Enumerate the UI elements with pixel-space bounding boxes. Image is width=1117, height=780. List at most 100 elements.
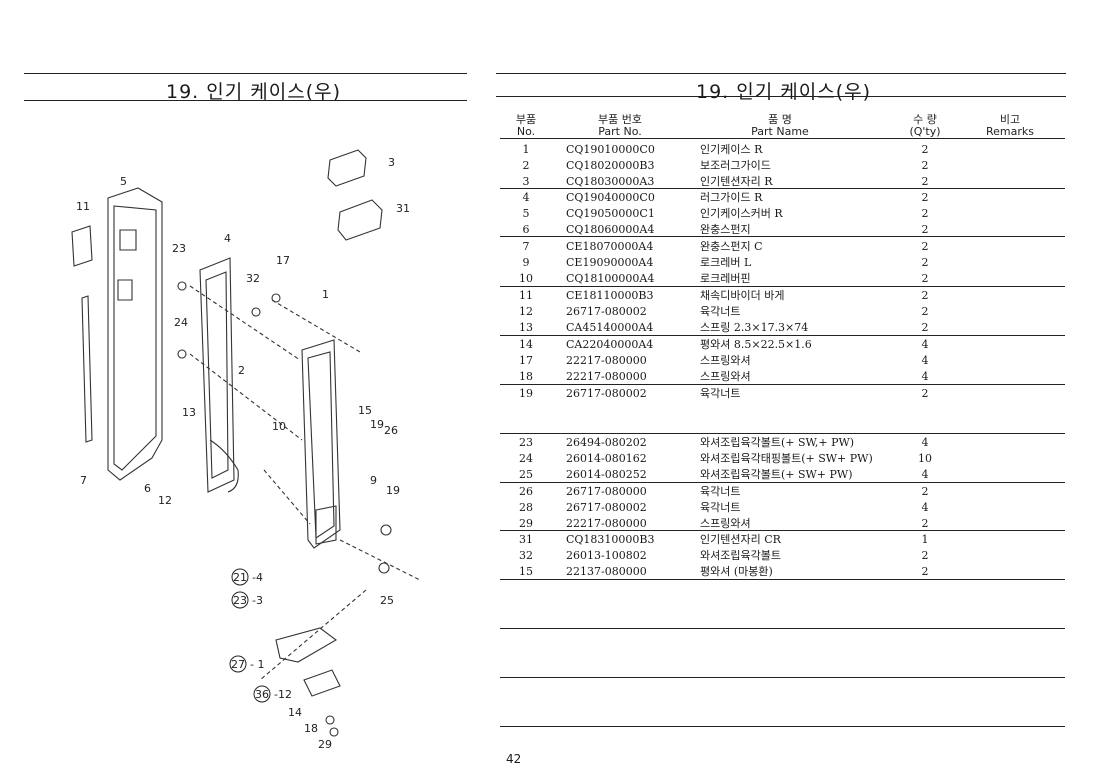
group-rule — [500, 188, 1065, 189]
callout-27: 27 — [231, 658, 245, 671]
callout-3: 3 — [388, 156, 395, 169]
quantity-cell: 2 — [921, 223, 929, 236]
header-part-number: 부품 번호 Part No. — [598, 113, 642, 138]
quantity-cell: 4 — [921, 338, 929, 351]
callout-31: 31 — [396, 202, 410, 215]
group-rule — [500, 482, 1065, 483]
strip-part-7 — [81, 295, 93, 443]
bracket-part-3 — [327, 149, 367, 187]
part-no-cell: 19 — [519, 387, 533, 400]
part-number-cell: CA22040000A4 — [566, 338, 654, 351]
part-no-cell: 4 — [522, 191, 530, 204]
callout-6: 6 — [144, 482, 151, 495]
part-name-cell: 러그가이드 R — [700, 191, 763, 204]
callout-12: 12 — [158, 494, 172, 507]
table-row: 32 26013-100802 와셔조립육각볼트 2 — [500, 548, 1065, 564]
part-name-cell: 스프링와셔 — [700, 354, 751, 367]
part-name-cell: 육각너트 — [700, 305, 741, 318]
part-name-cell: 채속디바이더 바게 — [700, 289, 785, 302]
callout-25: 25 — [380, 594, 394, 607]
part-name-cell: 인기케이스커버 R — [700, 207, 783, 220]
part-name-cell: 와셔조립육각볼트 — [700, 549, 781, 562]
callout-18: 18 — [304, 722, 318, 735]
part-number-cell: CQ18020000B3 — [566, 159, 655, 172]
part-name-cell: 와셔조립육각볼트(+ SW,+ PW) — [700, 436, 855, 449]
callout-32: 32 — [246, 272, 260, 285]
page-number: 42 — [506, 752, 522, 766]
header-part-name: 품 명 Part Name — [751, 113, 809, 138]
part-no-cell: 5 — [522, 207, 530, 220]
quantity-cell: 2 — [921, 517, 929, 530]
part-name-cell: 인기텐션자리 R — [700, 175, 773, 188]
quantity-cell: 4 — [921, 468, 929, 481]
part-no-cell: 32 — [519, 549, 533, 562]
callout-11: 11 — [76, 200, 90, 213]
bracket-part-31 — [337, 199, 383, 241]
group-rule — [500, 335, 1065, 336]
part-no-cell: 10 — [519, 272, 533, 285]
quantity-cell: 2 — [921, 256, 929, 269]
callout-4: 4 — [224, 232, 231, 245]
part-no-cell: 13 — [519, 321, 533, 334]
quantity-cell: 2 — [921, 549, 929, 562]
callout-2: 2 — [238, 364, 245, 377]
part-name-cell: 인기텐션자리 CR — [700, 533, 781, 546]
quantity-cell: 2 — [921, 272, 929, 285]
callout-23-circled: 23 — [233, 594, 247, 607]
group-rule — [500, 579, 1065, 580]
part-number-cell: 26014-080252 — [566, 468, 647, 481]
group-rule — [500, 384, 1065, 385]
callout-9: 9 — [370, 474, 377, 487]
callout-27-qty: - 1 — [250, 658, 264, 671]
callout-23: 23 — [172, 242, 186, 255]
callout-14: 14 — [288, 706, 302, 719]
part-number-cell: 22137-080000 — [566, 565, 647, 578]
part-no-cell: 17 — [519, 354, 533, 367]
right-page-title: 19. 인기 케이스(우) — [696, 81, 872, 103]
part-name-cell: 인기케이스 R — [700, 143, 763, 156]
part-number-cell: 26013-100802 — [566, 549, 647, 562]
callout-13: 13 — [182, 406, 196, 419]
quantity-cell: 2 — [921, 485, 929, 498]
group-rule — [500, 677, 1065, 678]
callout-26: 26 — [384, 424, 398, 437]
part-no-cell: 25 — [519, 468, 533, 481]
part-name-cell: 로크레버 L — [700, 256, 752, 269]
part-name-cell: 평와셔 (마봉환) — [700, 565, 773, 578]
callout-5: 5 — [120, 175, 127, 188]
part-name-cell: 육각너트 — [700, 501, 741, 514]
callout-15: 15 — [358, 404, 372, 417]
header-rule — [500, 138, 1065, 139]
header-part-no: 부품 No. — [515, 113, 537, 138]
part-no-cell: 12 — [519, 305, 533, 318]
part-number-cell: 22217-080000 — [566, 354, 647, 367]
part-number-cell: CE19090000A4 — [566, 256, 654, 269]
part-name-cell: 완충스펀지 — [700, 223, 751, 236]
part-name-cell: 스프링 2.3×17.3×74 — [700, 321, 809, 334]
header-quantity: 수 량 (Q'ty) — [909, 113, 941, 138]
part-name-cell: 완충스펀지 C — [700, 240, 763, 253]
part-number-cell: CQ18100000A4 — [566, 272, 655, 285]
part-number-cell: 22217-080000 — [566, 370, 647, 383]
quantity-cell: 4 — [921, 436, 929, 449]
part-number-cell: 26014-080162 — [566, 452, 647, 465]
part-number-cell: 26717-080002 — [566, 305, 647, 318]
part-no-cell: 29 — [519, 517, 533, 530]
part-number-cell: CQ19050000C1 — [566, 207, 655, 220]
table-row: 12 26717-080002 육각너트 2 — [500, 304, 1065, 320]
part-no-cell: 28 — [519, 501, 533, 514]
quantity-cell: 2 — [921, 305, 929, 318]
group-rule — [500, 726, 1065, 727]
